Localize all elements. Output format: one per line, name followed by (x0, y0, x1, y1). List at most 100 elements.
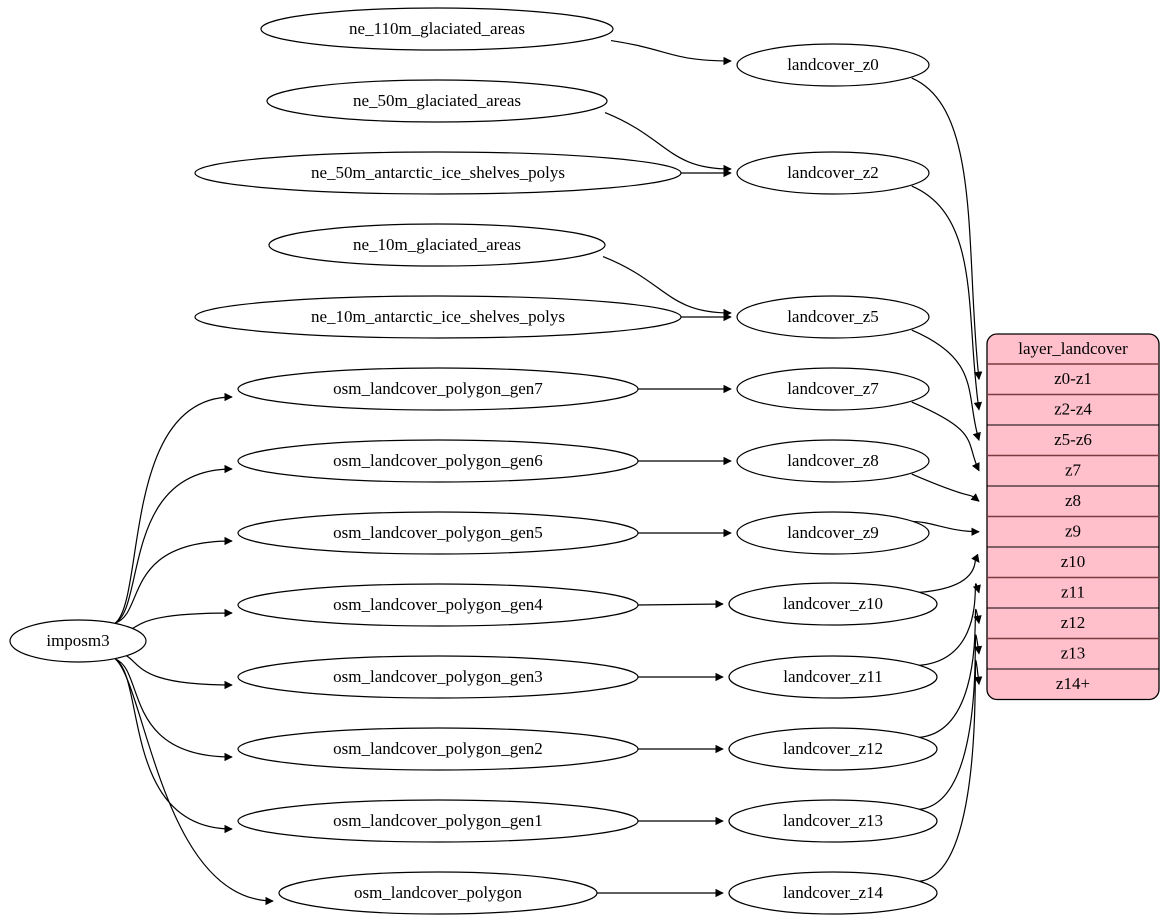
node-label: imposm3 (46, 631, 109, 650)
table-row-z12[interactable]: z12 (1061, 613, 1086, 632)
edge-landcover_z13-table (918, 634, 983, 811)
ellipse-imposm3 (9, 619, 147, 663)
table-row-z10[interactable]: z10 (1061, 552, 1086, 571)
node-osm_landcover_polygon_gen7[interactable]: osm_landcover_polygon_gen7 (237, 367, 639, 411)
nodes-layer: ne_110m_glaciated_areas ne_50m_glaciated_… (9, 7, 938, 915)
node-ne_50m_antarctic_ice_shelves_polys[interactable]: ne_50m_antarctic_ice_shelves_polys (194, 151, 682, 195)
table-row-z13[interactable]: z13 (1061, 644, 1086, 663)
edge-landcover_z12-table (918, 608, 982, 739)
edge-landcover_z11-table (918, 583, 981, 667)
ellipse-landcover_z13 (728, 799, 938, 843)
node-ne_10m_glaciated_areas[interactable]: ne_10m_glaciated_areas (268, 223, 606, 267)
ellipse-landcover_z2 (736, 151, 930, 195)
edge-imposm3-osm_landcover_polygon_gen7 (115, 392, 233, 624)
edge-imposm3-osm_landcover_polygon_gen3 (115, 651, 233, 690)
node-landcover_z9[interactable]: landcover_z9 (736, 511, 930, 555)
ellipse-landcover_z11 (728, 655, 938, 699)
ellipse-osm_landcover_polygon (278, 871, 598, 915)
node-ne_10m_antarctic_ice_shelves_polys[interactable]: ne_10m_antarctic_ice_shelves_polys (194, 295, 682, 339)
node-osm_landcover_polygon_gen3[interactable]: osm_landcover_polygon_gen3 (237, 655, 639, 699)
node-label: ne_110m_glaciated_areas (349, 19, 525, 38)
table-row-z0-z1[interactable]: z0-z1 (1054, 369, 1092, 388)
table-row-z5-z6[interactable]: z5-z6 (1054, 430, 1092, 449)
node-osm_landcover_polygon_gen2[interactable]: osm_landcover_polygon_gen2 (237, 727, 639, 771)
edge-imposm3-osm_landcover_polygon (115, 658, 274, 906)
node-label: osm_landcover_polygon_gen3 (333, 667, 543, 686)
table-row-z9[interactable]: z9 (1065, 522, 1081, 541)
node-label: landcover_z0 (787, 55, 879, 74)
edge-ne_10m_glaciated_areas-landcover_z5 (602, 255, 732, 318)
node-label: osm_landcover_polygon_gen7 (333, 379, 543, 398)
table-row-z14+[interactable]: z14+ (1056, 674, 1090, 693)
edge-osm_landcover_polygon_gen4-landcover_z10 (637, 599, 724, 609)
edge-ne_50m_glaciated_areas-landcover_z2 (604, 111, 732, 174)
node-label: ne_10m_antarctic_ice_shelves_polys (311, 307, 565, 326)
node-ne_50m_glaciated_areas[interactable]: ne_50m_glaciated_areas (266, 79, 608, 123)
node-label: osm_landcover_polygon_gen1 (333, 811, 543, 830)
node-landcover_z12[interactable]: landcover_z12 (728, 727, 938, 771)
node-osm_landcover_polygon_gen1[interactable]: osm_landcover_polygon_gen1 (237, 799, 639, 843)
node-ne_110m_glaciated_areas[interactable]: ne_110m_glaciated_areas (260, 7, 614, 51)
node-landcover_z14[interactable]: landcover_z14 (728, 871, 938, 915)
edge-imposm3-osm_landcover_polygon_gen5 (115, 536, 233, 624)
node-landcover_z8[interactable]: landcover_z8 (736, 439, 930, 483)
node-label: landcover_z13 (783, 811, 883, 830)
node-landcover_z2[interactable]: landcover_z2 (736, 151, 930, 195)
node-osm_landcover_polygon_gen5[interactable]: osm_landcover_polygon_gen5 (237, 511, 639, 555)
node-label: osm_landcover_polygon_gen6 (333, 451, 543, 470)
node-label: landcover_z2 (787, 163, 879, 182)
ellipse-ne_50m_antarctic_ice_shelves_polys (194, 151, 682, 195)
edges-layer (115, 39, 983, 906)
node-landcover_z7[interactable]: landcover_z7 (736, 367, 930, 411)
ellipse-ne_10m_glaciated_areas (268, 223, 606, 267)
node-label: landcover_z10 (783, 594, 883, 613)
layer-landcover-table[interactable]: layer_landcover z0-z1 z2-z4 z5-z6 z7 z8 z9 z10 z… (986, 333, 1160, 701)
node-label: landcover_z12 (783, 739, 883, 758)
ellipse-osm_landcover_polygon_gen5 (237, 511, 639, 555)
edge-ne_110m_glaciated_areas-landcover_z0 (610, 39, 732, 66)
edge-landcover_z5-table (911, 329, 981, 442)
node-osm_landcover_polygon_gen4[interactable]: osm_landcover_polygon_gen4 (237, 583, 639, 627)
node-landcover_z11[interactable]: landcover_z11 (728, 655, 938, 699)
node-landcover_z10[interactable]: landcover_z10 (728, 582, 938, 626)
ellipse-landcover_z5 (736, 295, 930, 339)
ellipse-osm_landcover_polygon_gen6 (237, 439, 639, 483)
ellipse-osm_landcover_polygon_gen3 (237, 655, 639, 699)
node-landcover_z13[interactable]: landcover_z13 (728, 799, 938, 843)
ellipse-osm_landcover_polygon_gen4 (237, 583, 639, 627)
ellipse-osm_landcover_polygon_gen2 (237, 727, 639, 771)
ellipse-ne_50m_glaciated_areas (266, 79, 608, 123)
node-label: ne_50m_glaciated_areas (353, 91, 521, 110)
node-landcover_z0[interactable]: landcover_z0 (736, 43, 930, 87)
table-row-z7[interactable]: z7 (1065, 461, 1082, 480)
ellipse-osm_landcover_polygon_gen7 (237, 367, 639, 411)
ellipse-ne_110m_glaciated_areas (260, 7, 614, 51)
node-label: landcover_z7 (787, 379, 879, 398)
node-osm_landcover_polygon_gen6[interactable]: osm_landcover_polygon_gen6 (237, 439, 639, 483)
edge-imposm3-osm_landcover_polygon_gen2 (115, 658, 233, 762)
edge-landcover_z7-table (911, 401, 980, 472)
node-label: landcover_z5 (787, 307, 879, 326)
node-label: landcover_z11 (783, 667, 882, 686)
ellipse-landcover_z0 (736, 43, 930, 87)
ellipse-landcover_z10 (728, 582, 938, 626)
node-imposm3[interactable]: imposm3 (9, 619, 147, 663)
ellipse-landcover_z14 (728, 871, 938, 915)
node-label: osm_landcover_polygon_gen5 (333, 523, 543, 542)
node-label: landcover_z14 (783, 883, 884, 902)
node-osm_landcover_polygon[interactable]: osm_landcover_polygon (278, 871, 598, 915)
ellipse-landcover_z9 (736, 511, 930, 555)
node-label: osm_landcover_polygon (354, 883, 523, 902)
edge-landcover_z2-table (911, 185, 983, 411)
node-label: ne_50m_antarctic_ice_shelves_polys (311, 163, 565, 182)
ellipse-ne_10m_antarctic_ice_shelves_polys (194, 295, 682, 339)
table-row-z8[interactable]: z8 (1065, 491, 1081, 510)
node-label: landcover_z8 (787, 451, 879, 470)
node-landcover_z5[interactable]: landcover_z5 (736, 295, 930, 339)
table-header-label: layer_landcover (1018, 339, 1128, 358)
table-row-z11[interactable]: z11 (1061, 583, 1085, 602)
ellipse-landcover_z12 (728, 727, 938, 771)
table-row-z2-z4[interactable]: z2-z4 (1054, 400, 1092, 419)
